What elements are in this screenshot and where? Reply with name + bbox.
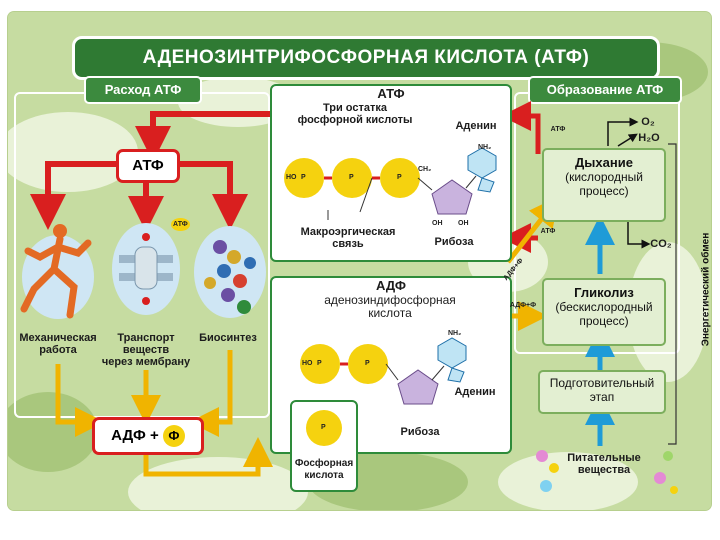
atp-label-breathing: АТФ xyxy=(550,126,566,133)
arrow-bio-to-adp xyxy=(189,350,233,437)
h2o-label: H₂O xyxy=(638,132,660,144)
runner-figure xyxy=(20,224,94,319)
arrow-co2 xyxy=(627,222,651,249)
phosphate-p-label: P xyxy=(321,424,326,431)
atp-molecule xyxy=(284,147,497,220)
arrow-atp-to-consumption xyxy=(135,111,270,162)
atp-structure-title: АТФ xyxy=(377,86,405,101)
atp-oh1-label: OH xyxy=(432,220,443,227)
atp-formation-header: Образование АТФ xyxy=(528,76,682,104)
arrow-h2o xyxy=(617,133,638,147)
nutrient-bubbles xyxy=(536,450,678,494)
atp-consumer-box: АТФ xyxy=(116,149,180,183)
atp-ribose-label: Рибоза xyxy=(434,236,474,248)
phosphate-symbol: Ф xyxy=(168,428,180,443)
poster: АДЕНОЗИНТРИФОСФОРНАЯ КИСЛОТА (АТФ) Расхо… xyxy=(8,12,711,510)
glycolysis-box: Гликолиз (бескислородный процесс) xyxy=(542,278,666,346)
atp-p1-label: P xyxy=(301,174,306,181)
atp-oh2-label: OH xyxy=(458,220,469,227)
biosynthesis-label: Биосинтез xyxy=(199,332,257,344)
adpf-label-glycolysis: АДФ+Ф xyxy=(509,302,537,309)
arrow-to-mechanical xyxy=(30,161,118,230)
arrow-mech-to-adp xyxy=(55,364,105,437)
atp-label-glycolysis: АТФ xyxy=(540,228,556,235)
adp-ribose-label: Рибоза xyxy=(400,426,440,438)
atp-tag-transport: АТФ xyxy=(171,218,190,231)
atp-p3-label: P xyxy=(397,174,402,181)
atp-p2-label: P xyxy=(349,174,354,181)
page-title: АДЕНОЗИНТРИФОСФОРНАЯ КИСЛОТА (АТФ) xyxy=(72,36,660,80)
preparatory-stage-box: Подготовительный этап xyxy=(538,370,666,414)
adp-ho-label: HO xyxy=(302,360,313,367)
arrow-to-biosynthesis xyxy=(178,161,248,230)
atp-nh2-label: NH₂ xyxy=(478,144,492,151)
arrow-adp-to-center xyxy=(143,437,273,477)
adp-plus-label: АДФ + xyxy=(111,427,159,444)
arrow-o2 xyxy=(607,117,639,146)
phosphate-molecule xyxy=(306,410,342,446)
adp-adenine-label: Аденин xyxy=(454,386,496,398)
adp-p2-label: P xyxy=(365,360,370,367)
adp-molecule xyxy=(300,337,467,405)
atp-ho-label: HO xyxy=(286,174,297,181)
energy-metabolism-label: Энергетический обмен xyxy=(700,232,712,347)
o2-label: O₂ xyxy=(641,116,655,128)
adp-plus-phosphate-box: АДФ + Ф xyxy=(92,417,204,455)
adp-nh2-label: NH₂ xyxy=(448,330,462,337)
arrow-breathing-to-atp xyxy=(501,101,541,154)
atp-consumption-header: Расход АТФ xyxy=(84,76,202,104)
biosynthesis-figure xyxy=(194,226,266,318)
adp-structure-title: АДФ xyxy=(375,278,407,293)
breathing-box: Дыхание (кислородный процесс) xyxy=(542,148,666,222)
atp-ch2-label: CH₂ xyxy=(418,166,432,173)
membrane-transport-figure xyxy=(112,223,180,315)
energy-bracket xyxy=(668,143,677,445)
adp-p1-label: P xyxy=(317,360,322,367)
co2-label: CO₂ xyxy=(650,238,672,250)
phosphate-circle: Ф xyxy=(162,425,185,447)
atp-adenine-label: Аденин xyxy=(455,120,497,132)
